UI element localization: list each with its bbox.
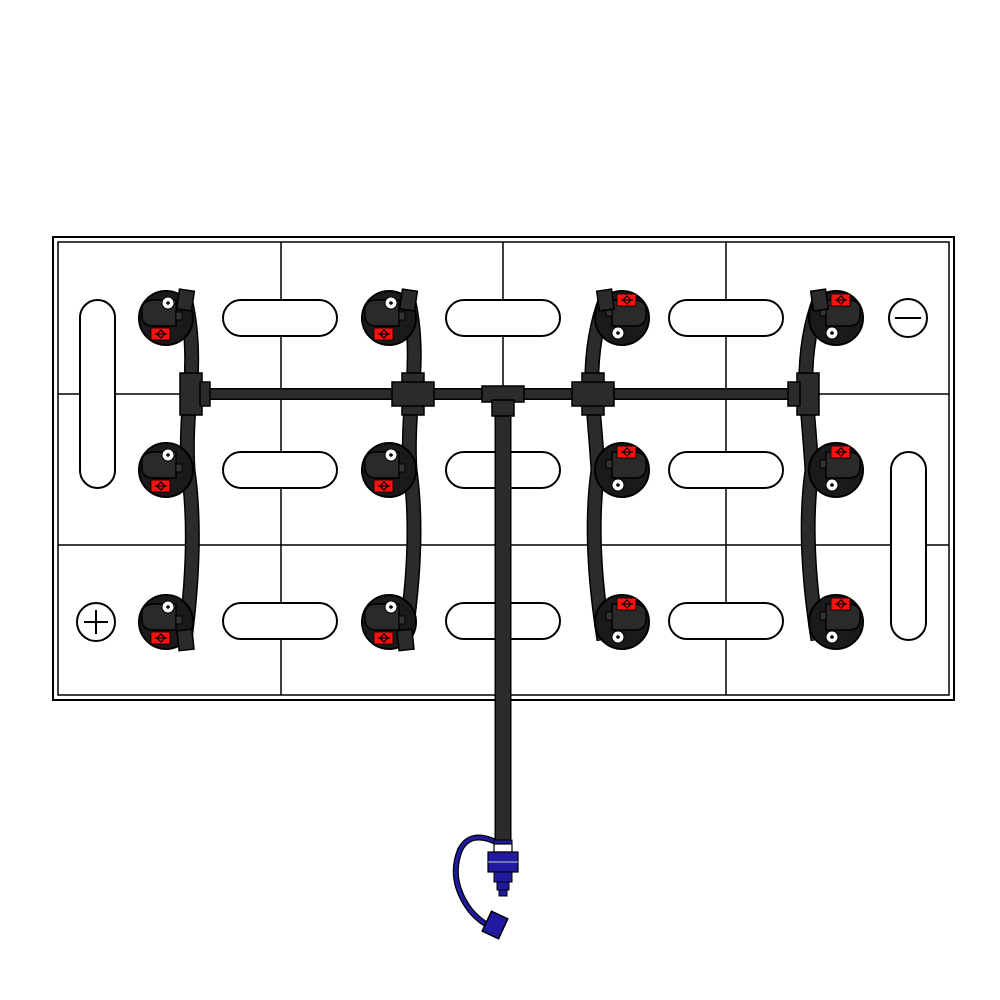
handle-slots xyxy=(79,299,927,641)
valve-c3-r2 xyxy=(594,442,650,498)
valve-c2-r2 xyxy=(361,442,417,498)
valve-c3-r1 xyxy=(594,288,650,346)
valve-c1-r3 xyxy=(138,594,195,652)
valve-c2-r1 xyxy=(361,288,419,346)
valve-c4-r3 xyxy=(808,594,864,650)
valve-c1-r2 xyxy=(138,442,194,498)
positive-terminal-icon xyxy=(76,602,116,642)
tee-fittings xyxy=(179,372,820,417)
dust-cap xyxy=(481,910,509,940)
valve-c2-r3 xyxy=(361,594,417,652)
negative-terminal-icon xyxy=(888,298,928,338)
valve-c4-r2 xyxy=(808,442,864,498)
valve-c3-r3 xyxy=(594,594,650,650)
valve-c1-r1 xyxy=(138,288,196,346)
fill-connector[interactable] xyxy=(452,834,519,940)
valves xyxy=(138,288,864,652)
valve-c4-r1 xyxy=(808,288,864,346)
